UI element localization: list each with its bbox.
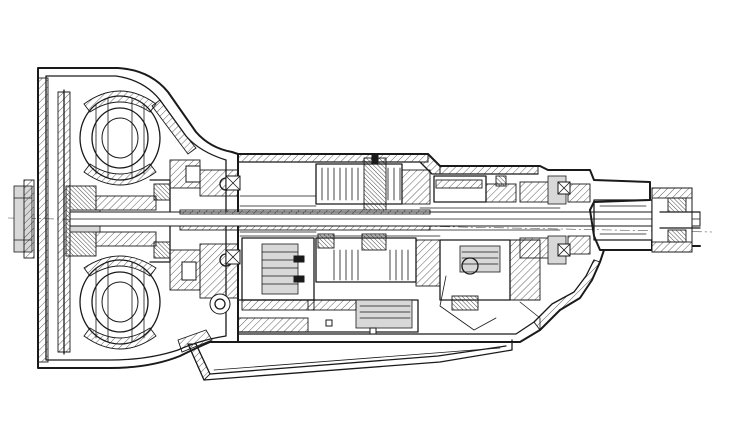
torque-converter-lower-torus [79,255,161,350]
torque-converter-upper-torus [79,90,161,186]
clutch-pack-rear [315,233,441,287]
clutch-pack-front [315,153,431,211]
planetary-gearset [241,237,315,311]
bearings [225,175,571,265]
input-flange [13,179,35,259]
oil-pan [187,339,513,381]
main-shaft [69,209,701,231]
rear-gear-section [433,175,567,331]
valve-body [209,293,419,335]
main-case [237,152,651,343]
detail-strokes [239,195,561,331]
